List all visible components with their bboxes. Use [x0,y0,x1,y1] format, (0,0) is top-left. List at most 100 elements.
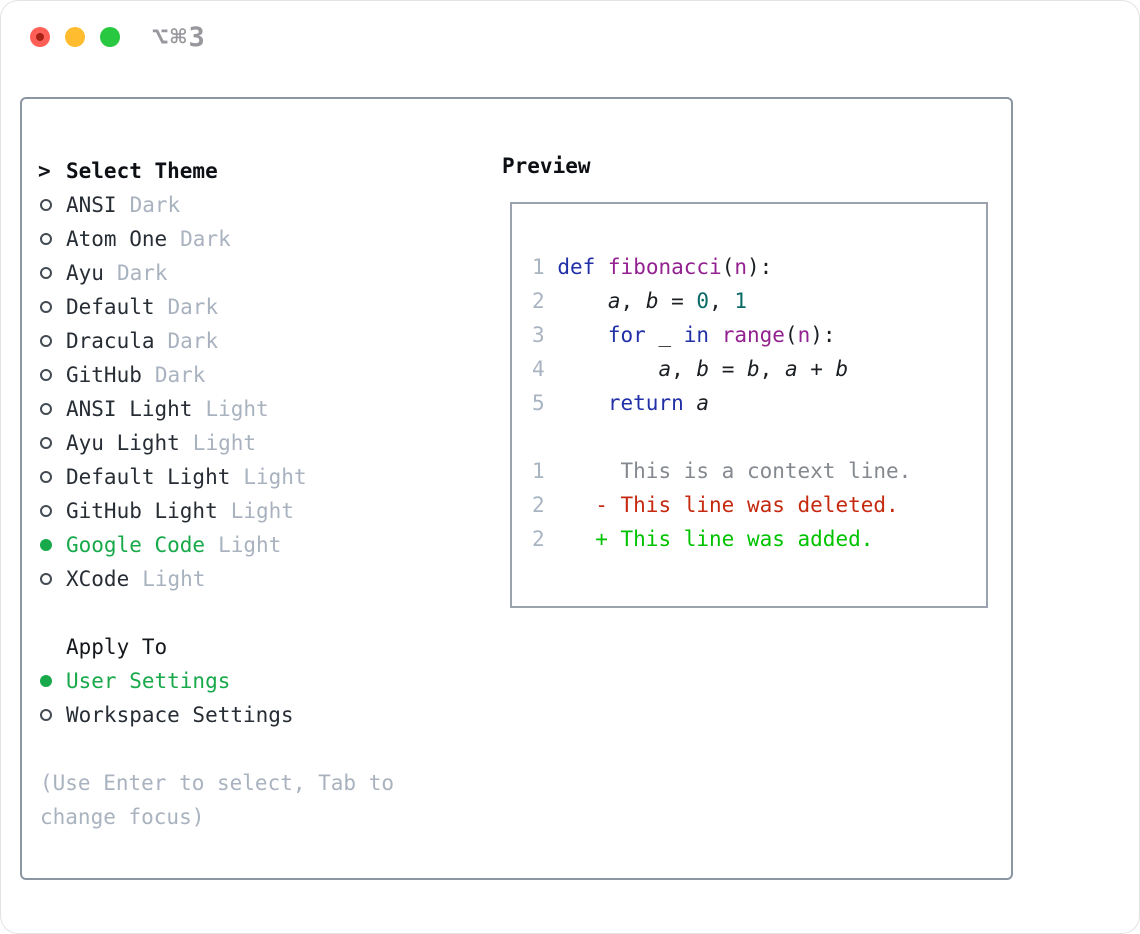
radio-icon [38,505,66,517]
code-segment-fn: fibonacci [607,255,722,279]
theme-name: Ayu [66,261,104,285]
code-segment-pln [684,391,697,415]
radio-icon [38,403,66,415]
radio-icon [38,573,66,585]
code-segment-pln [595,255,608,279]
code-segment-num: 4 [532,357,545,381]
radio-selected-icon [40,539,52,551]
code-segment-kw: def [557,255,596,279]
code-segment-ctx: This is a context line. [620,459,912,483]
theme-variant-label: Dark [154,363,206,387]
code-line: 2 + This line was added. [532,522,986,556]
code-segment-num: 2 [532,527,545,551]
code-segment-var: b [696,357,710,381]
code-segment-pln: , [671,357,697,381]
code-segment-num: 3 [532,323,545,347]
code-segment-lit: 0 [696,289,710,313]
theme-option-ansi[interactable]: ANSI Dark [38,188,498,222]
radio-unselected-icon [40,267,52,279]
preview-title: Preview [502,154,591,178]
radio-unselected-icon [40,369,52,381]
theme-variant-label: Light [218,533,282,557]
code-segment-pln: ( [784,323,798,347]
radio-icon [38,335,66,347]
code-line: 1 def fibonacci(n): [532,250,986,284]
code-segment-del: - This line was deleted. [595,493,899,517]
code-segment-kw: in [683,323,710,347]
code-line: 2 a, b = 0, 1 [532,284,986,318]
code-segment-pln: , [759,357,785,381]
theme-variant-label: Light [142,567,206,591]
radio-unselected-icon [40,709,52,721]
code-segment-fn: n [734,255,748,279]
code-segment-pln: ): [747,255,773,279]
radio-unselected-icon [40,199,52,211]
theme-name: Dracula [66,329,155,353]
radio-unselected-icon [40,301,52,313]
radio-selected-icon [40,675,52,687]
radio-icon [38,233,66,245]
code-segment-pln: , [620,289,646,313]
apply-option-workspace-settings[interactable]: Workspace Settings [38,698,498,732]
code-segment-pln [545,527,596,551]
radio-icon [38,369,66,381]
theme-name: Default [66,295,155,319]
zoom-button[interactable] [100,27,120,47]
apply-target-name: Workspace Settings [66,703,294,727]
code-line: 1 This is a context line. [532,454,986,488]
code-line: 3 for _ in range(n): [532,318,986,352]
minimize-button[interactable] [65,27,85,47]
keyboard-hint: (Use Enter to select, Tab to change focu… [40,771,395,829]
code-segment-num: 5 [532,391,545,415]
radio-unselected-icon [40,233,52,245]
radio-icon [38,471,66,483]
code-segment-num: 2 [532,289,545,313]
code-segment-var: b [645,289,659,313]
theme-name: ANSI [66,193,117,217]
code-segment-num: 2 [532,493,545,517]
radio-unselected-icon [40,573,52,585]
apply-to-title: Apply To [66,635,168,659]
theme-variant-label: Light [192,431,257,455]
theme-variant-label: Dark [129,193,181,217]
caret-icon: > [38,159,51,183]
code-segment-var: b [835,357,849,381]
code-segment-pln [545,255,558,279]
radio-icon [38,437,66,449]
title-bar: ⌥⌘3 [0,0,1140,75]
code-line [532,420,986,454]
apply-option-user-settings[interactable]: User Settings [38,664,498,698]
radio-icon [38,675,66,687]
radio-unselected-icon [40,505,52,517]
code-segment-pln: = [709,357,747,381]
close-button[interactable] [30,27,50,47]
radio-icon [38,267,66,279]
apply-to-header: Apply To [38,630,498,664]
code-segment-pln: + [797,357,836,381]
theme-variant-label: Light [243,465,307,489]
code-line: 4 a, b = b, a + b [532,352,986,386]
code-segment-var: a [784,357,798,381]
code-segment-pln: ): [810,323,836,347]
selection-caret: > [38,159,66,183]
radio-unselected-icon [40,471,52,483]
code-segment-lit: 1 [734,289,748,313]
theme-variant-label: Light [205,397,269,421]
theme-variant-label: Dark [180,227,231,251]
spacer [38,596,498,630]
code-segment-kw: for [607,323,646,347]
